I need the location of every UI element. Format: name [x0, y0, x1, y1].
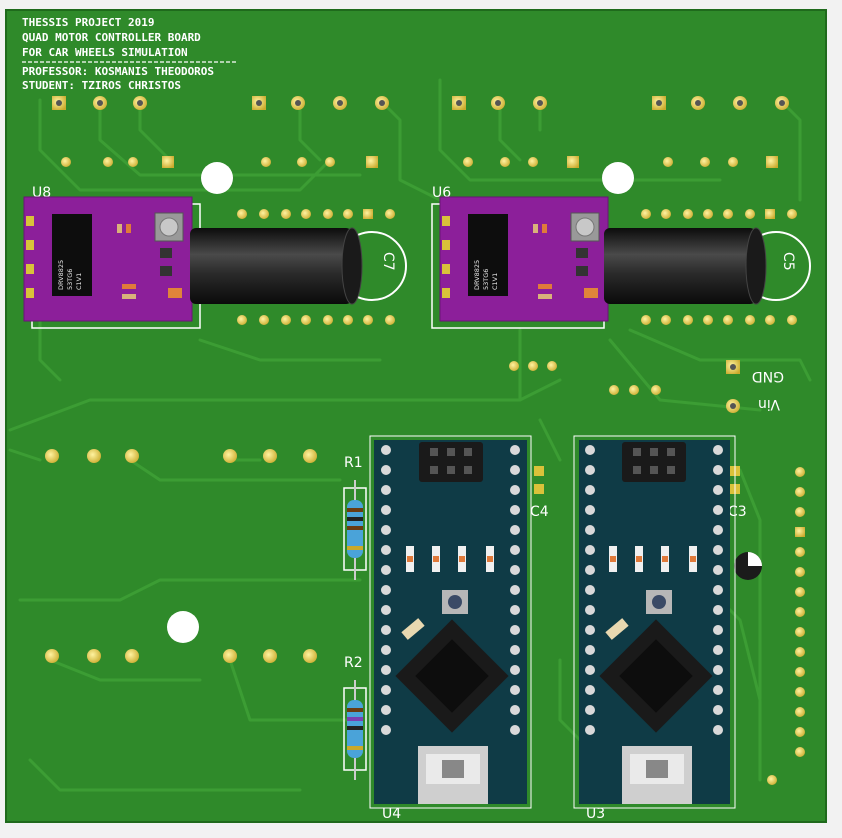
capacitor-c5-ref: C5: [780, 252, 796, 271]
vin-label: Vin: [758, 396, 780, 412]
mounting-hole: [201, 162, 233, 194]
motor-header-pads: [52, 96, 789, 168]
title-line-3: FOR CAR WHEELS SIMULATION: [22, 46, 188, 59]
resistor-r1-ref: R1: [344, 455, 363, 471]
gnd-label: GND: [752, 368, 784, 384]
driver-u8-chip-line-2: 53TG6: [66, 269, 74, 290]
right-header-pins: [767, 467, 805, 785]
resistor-r2-ref: R2: [344, 655, 363, 671]
driver-u8: U8 DRV8825 53TG6 C1V1: [23, 185, 201, 329]
arduino-nano-u4: U4: [374, 440, 527, 822]
arduino-u3-ref: U3: [586, 806, 605, 822]
title-block: THESSIS PROJECT 2019 QUAD MOTOR CONTROLL…: [22, 16, 236, 92]
driver-header-pins: [237, 209, 797, 325]
driver-u8-chip-line-3: C1V1: [75, 273, 83, 290]
arduino-u4-ref: U4: [382, 806, 401, 822]
arduino-nano-u3: U3: [579, 440, 730, 822]
driver-u6: U6 DRV8825 53TG6 C1V1: [431, 185, 609, 329]
capacitor-c5: C5: [604, 227, 811, 305]
mounting-hole: [167, 611, 199, 643]
capacitor-c4-ref: C4: [530, 504, 549, 520]
capacitor-c7: C7: [190, 227, 407, 305]
u3-outline: [573, 435, 736, 809]
power-pads: GND Vin: [509, 360, 784, 413]
title-line-4: PROFESSOR: KOSMANIS THEODOROS: [22, 65, 214, 78]
driver-u8-chip-line-1: DRV8825: [57, 260, 65, 290]
resistor-r2: R2: [343, 655, 367, 780]
title-line-1: THESSIS PROJECT 2019: [22, 16, 154, 29]
driver-u6-chip-line-3: C1V1: [491, 273, 499, 290]
capacitor-c3-ref: C3: [728, 504, 747, 520]
driver-u6-chip-line-1: DRV8825: [473, 260, 481, 290]
motor-connector-pads: [45, 449, 317, 663]
u4-outline: [369, 435, 532, 809]
resistor-r1: R1: [343, 455, 367, 580]
driver-u6-chip-line-2: 53TG6: [482, 269, 490, 290]
mounting-hole: [602, 162, 634, 194]
capacitor-c4: C4: [530, 466, 549, 520]
title-line-5: STUDENT: TZIROS CHRISTOS: [22, 79, 181, 92]
title-line-2: QUAD MOTOR CONTROLLER BOARD: [22, 31, 201, 44]
capacitor-c7-ref: C7: [380, 252, 396, 271]
